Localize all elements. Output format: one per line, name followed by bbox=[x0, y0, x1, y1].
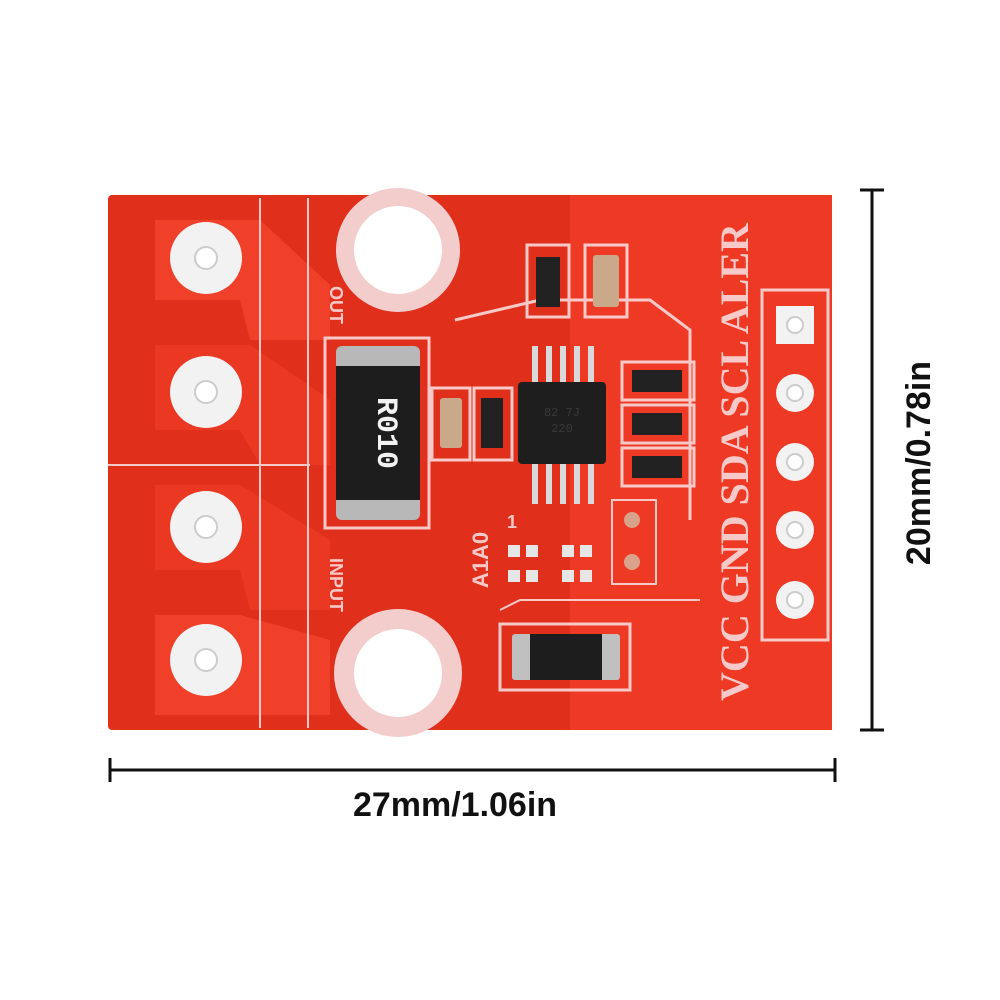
output-label: OUT bbox=[326, 286, 346, 324]
pin-labels: VCC GND SDA SCL ALER bbox=[712, 222, 757, 701]
terminal-pads bbox=[170, 222, 242, 696]
shunt-marking: R010 bbox=[368, 397, 402, 469]
svg-text:82 7J: 82 7J bbox=[544, 406, 580, 420]
pin-header-outline bbox=[760, 288, 830, 642]
dimension-lines bbox=[108, 188, 884, 782]
shunt-resistor bbox=[323, 336, 431, 530]
width-dimension-label: 27mm/1.06in bbox=[352, 786, 558, 824]
height-dimension-label: 20mm/0.78in bbox=[900, 360, 938, 566]
pin-header-holes bbox=[776, 306, 814, 619]
pin1-mark: 1 bbox=[507, 512, 517, 532]
svg-text:220: 220 bbox=[551, 422, 573, 436]
address-label: A1A0 bbox=[468, 532, 493, 588]
mounting-holes bbox=[334, 188, 462, 737]
ina219-chip: 82 7J 220 bbox=[518, 346, 606, 504]
smd-components bbox=[430, 243, 696, 692]
input-label: INPUT bbox=[326, 558, 346, 612]
